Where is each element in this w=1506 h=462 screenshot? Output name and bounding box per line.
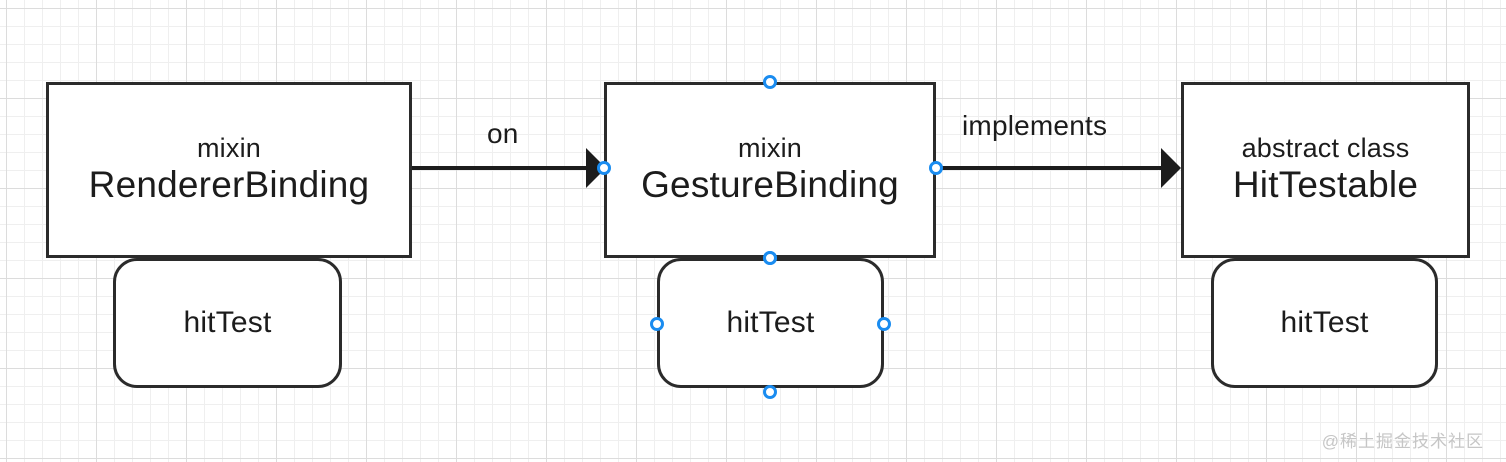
arrowhead-implements	[1161, 148, 1181, 188]
node-hittest-renderer-binding[interactable]: hitTest	[113, 258, 342, 388]
node-gesture-binding[interactable]: mixin GestureBinding	[604, 82, 936, 258]
node-hit-testable-name: HitTestable	[1232, 164, 1419, 206]
node-hittest-gesture-binding-label: hitTest	[726, 305, 815, 339]
edge-renderer-to-gesture[interactable]	[412, 148, 606, 188]
node-gesture-binding-stereotype: mixin	[737, 132, 802, 163]
selection-handle-hittest-gesture-left[interactable]	[650, 317, 664, 331]
node-renderer-binding-stereotype: mixin	[196, 132, 261, 163]
selection-handle-hittest-gesture-right[interactable]	[877, 317, 891, 331]
node-gesture-binding-name: GestureBinding	[641, 164, 899, 206]
node-renderer-binding[interactable]: mixin RendererBinding	[46, 82, 412, 258]
node-hit-testable[interactable]: abstract class HitTestable	[1181, 82, 1470, 258]
node-hittest-renderer-binding-label: hitTest	[183, 305, 272, 339]
selection-handle-hittest-gesture-bottom[interactable]	[763, 385, 777, 399]
selection-handle-gesture-binding-top[interactable]	[763, 75, 777, 89]
node-hittest-hit-testable[interactable]: hitTest	[1211, 258, 1438, 388]
node-hittest-gesture-binding[interactable]: hitTest	[657, 258, 884, 388]
node-renderer-binding-name: RendererBinding	[88, 164, 370, 206]
edge-label-implements: implements	[962, 110, 1108, 141]
selection-handle-gesture-binding-right[interactable]	[929, 161, 943, 175]
selection-handle-gesture-binding-left[interactable]	[597, 161, 611, 175]
selection-handle-hittest-gesture-top[interactable]	[763, 251, 777, 265]
watermark: @稀土掘金技术社区	[1321, 432, 1484, 451]
node-hittest-hit-testable-label: hitTest	[1280, 305, 1369, 339]
edge-label-on: on	[487, 118, 519, 149]
edge-gesture-to-hittestable[interactable]	[936, 148, 1181, 188]
node-hit-testable-stereotype: abstract class	[1241, 132, 1410, 163]
